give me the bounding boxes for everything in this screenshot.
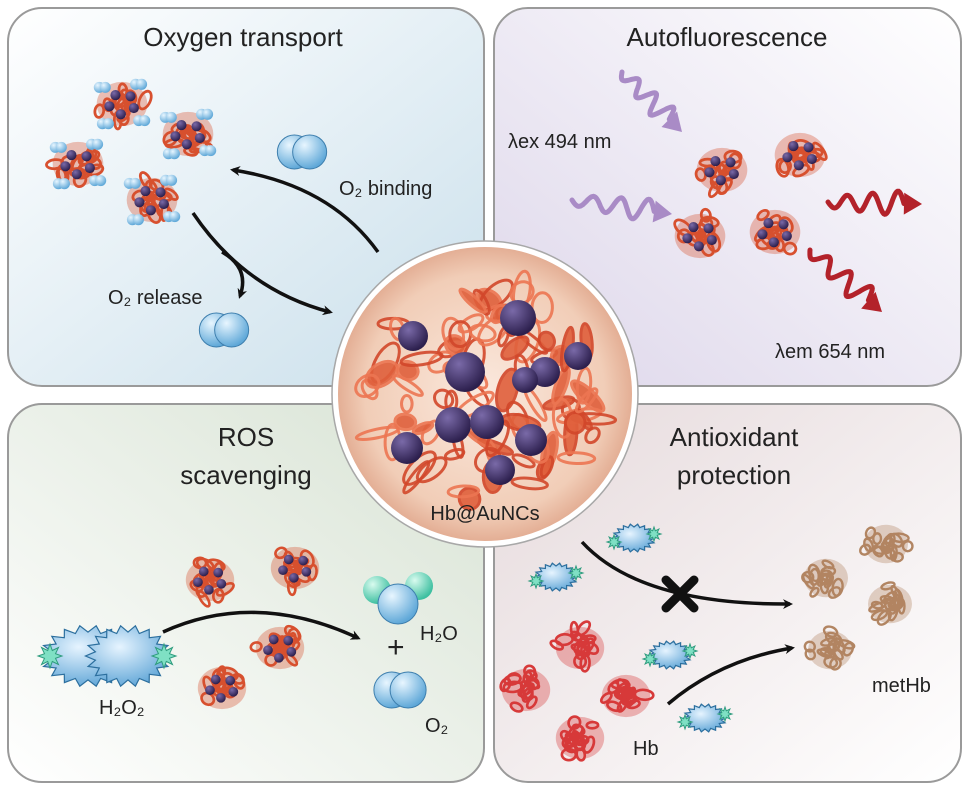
excitation-wave-bottom — [569, 193, 672, 223]
o2-molecule-bound — [276, 134, 328, 170]
hb-red-3 — [599, 674, 655, 718]
oxidation-arrow — [666, 644, 795, 706]
panel-antioxidant-protection — [493, 403, 962, 783]
h2o-molecule — [363, 572, 433, 625]
o2-release-branch-arrow — [221, 250, 248, 299]
ros-species-1-h1 — [605, 533, 623, 551]
h2o2-hydrogen-left — [36, 642, 64, 670]
gold-cluster-11 — [485, 455, 515, 485]
h2o2-label: H₂O₂ — [99, 697, 145, 719]
autofluorescence-title: Autofluorescence — [627, 22, 828, 52]
ros-species-3 — [641, 640, 699, 670]
hb-label: Hb — [633, 738, 659, 760]
gold-cluster-9 — [470, 405, 504, 439]
h2o-label: H₂O — [420, 623, 458, 645]
methb-3 — [868, 581, 912, 626]
hb-red-2 — [499, 664, 551, 713]
hb-o2-complex-3 — [45, 138, 107, 190]
h2o2-hydrogen-right — [150, 642, 178, 670]
ros-species-2 — [527, 562, 585, 592]
hb-aunc-3 — [673, 207, 726, 259]
ros-species-3-h1 — [641, 650, 659, 668]
o2-product-label: O₂ — [425, 715, 448, 737]
ros-title-line2: scavenging — [180, 460, 312, 490]
hb-o2-complex-1 — [93, 78, 153, 131]
gold-cluster-1 — [500, 300, 536, 336]
methb-2 — [801, 558, 848, 599]
ros-species-4-h2 — [716, 705, 734, 723]
ros-hb-aunc-4 — [197, 665, 247, 710]
ros-species-2-h2 — [567, 564, 585, 582]
excitation-wave-top — [618, 69, 682, 132]
ros-species-1 — [605, 523, 663, 553]
ros-species-3-h2 — [681, 642, 699, 660]
gold-cluster-5 — [564, 342, 592, 370]
methb-4 — [803, 625, 856, 671]
hb-o2-complex-4 — [123, 171, 181, 226]
gold-cluster-8 — [391, 432, 423, 464]
ros-hb-aunc-3 — [249, 624, 305, 670]
ros-hb-aunc-1 — [185, 556, 235, 608]
hb-o2-complex-2 — [159, 108, 217, 160]
o2-binding-label: O₂ binding — [339, 178, 432, 200]
h2o2-molecule-right — [83, 624, 173, 688]
molecule-layer — [36, 78, 914, 762]
hb-aunc-1 — [694, 147, 748, 199]
center-circle-outline — [331, 240, 639, 548]
emission-label: λem 654 nm — [775, 341, 885, 363]
ros-reaction-arrow — [162, 610, 361, 640]
o2-release-arrow — [191, 212, 333, 316]
methb-1 — [859, 524, 914, 564]
methb-label: metHb — [872, 675, 931, 697]
ros-species-1-h2 — [645, 525, 663, 543]
oxygen-transport-title: Oxygen transport — [143, 22, 343, 52]
hb-aunc-4 — [749, 209, 801, 256]
hb-aunc-2 — [774, 132, 828, 178]
ros-title-line1: ROS — [218, 422, 274, 452]
gold-cluster-7 — [435, 407, 471, 443]
ros-hb-aunc-2 — [270, 546, 320, 597]
ros-species-4-h1 — [676, 713, 694, 731]
hb-aunc-protein-icon — [354, 269, 618, 511]
ros-species-2-h1 — [527, 572, 545, 590]
center-label: Hb@AuNCs — [430, 503, 539, 525]
o2-release-label: O₂ release — [108, 287, 202, 309]
hb-red-1 — [549, 620, 605, 673]
o2-product-molecule — [373, 671, 427, 709]
antioxidant-title-line1: Antioxidant — [670, 422, 799, 452]
o2-binding-arrow — [230, 166, 380, 254]
wave-layer — [569, 69, 922, 312]
gold-cluster-10 — [515, 424, 547, 456]
gold-cluster-2 — [398, 321, 428, 351]
emission-wave-bottom — [807, 247, 882, 312]
panel-ros-scavenging — [7, 403, 485, 783]
excitation-label: λex 494 nm — [508, 131, 611, 153]
plus-sign: + — [387, 631, 405, 664]
o2-molecule-released — [198, 312, 250, 348]
antioxidant-title-line2: protection — [677, 460, 791, 490]
gold-cluster-6 — [512, 367, 538, 393]
gold-cluster-3 — [445, 352, 485, 392]
blocked-oxidation-arrow — [580, 540, 793, 610]
ros-species-4 — [676, 703, 734, 733]
emission-wave-top — [825, 188, 922, 217]
hb-red-4 — [555, 715, 605, 762]
blocked-cross-icon — [661, 575, 699, 613]
